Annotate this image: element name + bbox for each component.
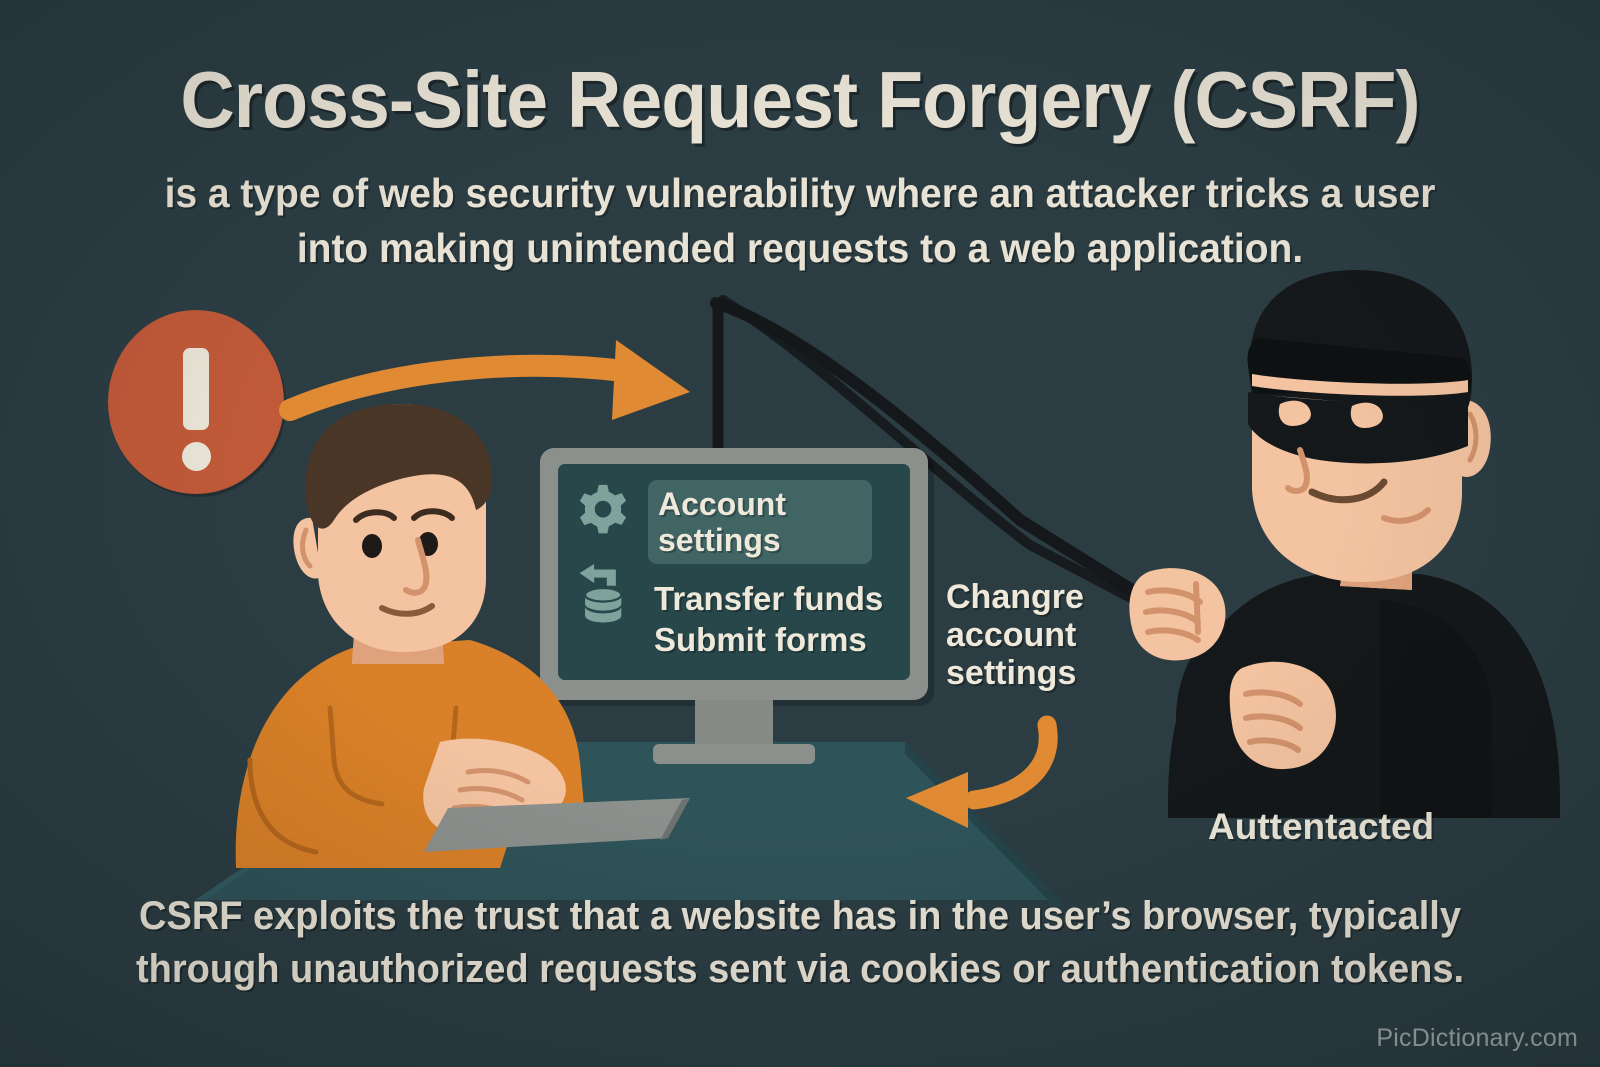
screen-item-account-settings[interactable]: Account settings [658, 486, 786, 559]
database-return-arrow-icon [579, 564, 623, 623]
change-account-settings-label: Changre account settings [946, 578, 1118, 692]
outro-line-1: CSRF exploits the trust that a website h… [139, 894, 1461, 938]
watermark: PicDictionary.com [1376, 1024, 1578, 1052]
warning-exclamation-icon [108, 310, 284, 494]
outro-paragraph: CSRF exploits the trust that a website h… [83, 890, 1518, 996]
fishing-rod-icon [710, 295, 1155, 613]
page-title: Cross-Site Request Forgery (CSRF) [180, 55, 1420, 144]
curved-arrow-left-icon [906, 715, 1058, 828]
user-body [235, 404, 584, 868]
trackpad [424, 798, 690, 852]
account-settings-highlight[interactable] [648, 480, 872, 564]
intro-line-1: is a type of web security vulnerability … [164, 170, 1436, 216]
attacker-body [1129, 270, 1560, 818]
monitor-stand-neck [695, 700, 773, 748]
outro-line-2: through unauthorized requests sent via c… [135, 947, 1465, 992]
curved-arrow-right-icon [279, 340, 690, 421]
gear-icon [579, 484, 627, 534]
monitor-screen: Account settings Transfer funds Submit f… [558, 464, 910, 680]
intro-line-2: into making unintended requests to a web… [296, 224, 1304, 271]
screen-item-transfer-funds[interactable]: Transfer funds [654, 580, 884, 617]
screen-item-submit-forms[interactable]: Submit forms [654, 621, 867, 658]
change-label-line1: Changre [946, 578, 1084, 616]
screen-item-account-settings-line2: settings [658, 522, 781, 559]
user-eye-left [362, 534, 382, 558]
screen-item-account-settings-line1: Account [658, 486, 786, 522]
attacker-caption: Auttentacted [1208, 806, 1435, 847]
monitor-stand-base [653, 744, 815, 764]
change-label-line2: account [946, 616, 1077, 655]
exclamation-dot [182, 442, 211, 471]
change-label-line3: settings [946, 654, 1077, 693]
exclamation-bar [183, 348, 209, 430]
monitor: Account settings Transfer funds Submit f… [540, 448, 928, 764]
intro-paragraph: is a type of web security vulnerability … [97, 166, 1503, 275]
